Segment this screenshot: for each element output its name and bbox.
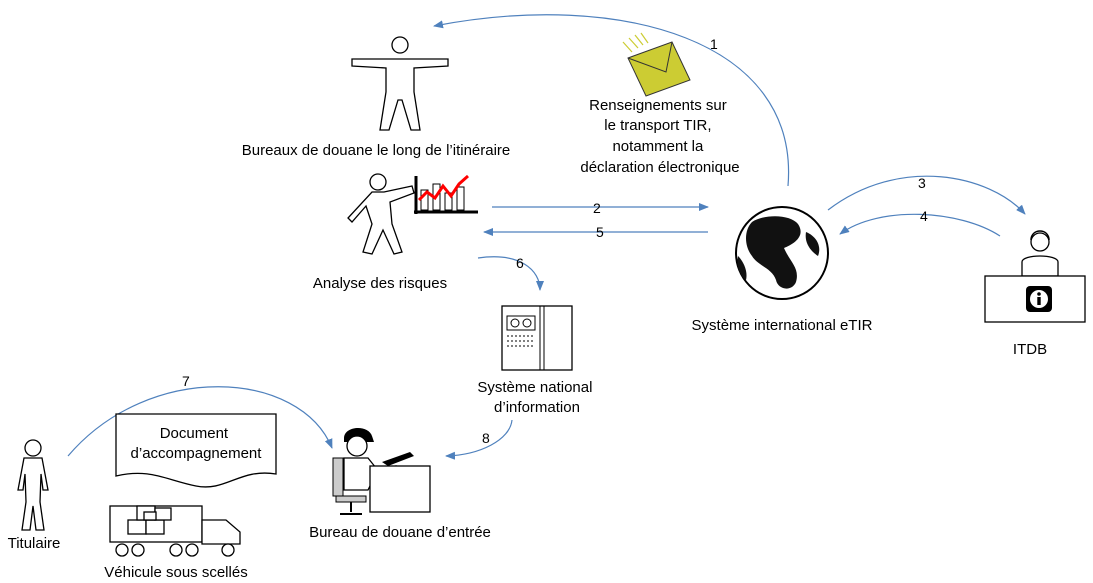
arrow-number-6: 6: [516, 255, 524, 271]
person-icon: [17, 439, 49, 531]
server-icon: [501, 305, 573, 371]
systeme-national-label: Système national d’information: [477, 379, 596, 416]
arrow-number-2: 2: [593, 200, 601, 216]
arrow-7: [67, 386, 333, 457]
bureaux-itineraire-label: Bureaux de douane le long de l’itinérair…: [242, 142, 511, 159]
arrow-number-8: 8: [482, 430, 490, 446]
globe-icon: [735, 206, 829, 300]
info-icon: [1026, 286, 1052, 312]
arrow-number-4: 4: [920, 208, 928, 224]
systeme-international-label: Système international eTIR: [692, 317, 873, 334]
envelope-icon: [622, 32, 691, 97]
titulaire-label: Titulaire: [8, 535, 61, 552]
arrow-number-1: 1: [710, 36, 718, 52]
chart-icon: [414, 174, 478, 214]
arrow-3: [827, 175, 1026, 215]
arrow-number-3: 3: [918, 175, 926, 191]
arrow-4: [839, 213, 1001, 237]
bureau-entree-label: Bureau de douane d’entrée: [309, 524, 491, 541]
vehicule-label: Véhicule sous scellés: [104, 564, 247, 581]
truck-icon: [109, 505, 241, 557]
arrow-6: [477, 256, 544, 291]
arrow-1: [433, 14, 790, 187]
renseignements-label: Renseignements sur le transport TIR, not…: [580, 97, 739, 176]
analyse-risques-label: Analyse des risques: [313, 275, 447, 292]
document-icon: [115, 413, 277, 488]
itdb-label: ITDB: [1013, 341, 1047, 358]
arrow-number-7: 7: [182, 373, 190, 389]
arrow-number-5: 5: [596, 224, 604, 240]
presenter-icon: [347, 173, 415, 255]
document-label: Document d’accompagnement: [131, 425, 263, 462]
customs-officer-icon: [332, 427, 431, 515]
person-arms-out-icon: [351, 36, 449, 131]
arrow-8: [445, 419, 513, 460]
